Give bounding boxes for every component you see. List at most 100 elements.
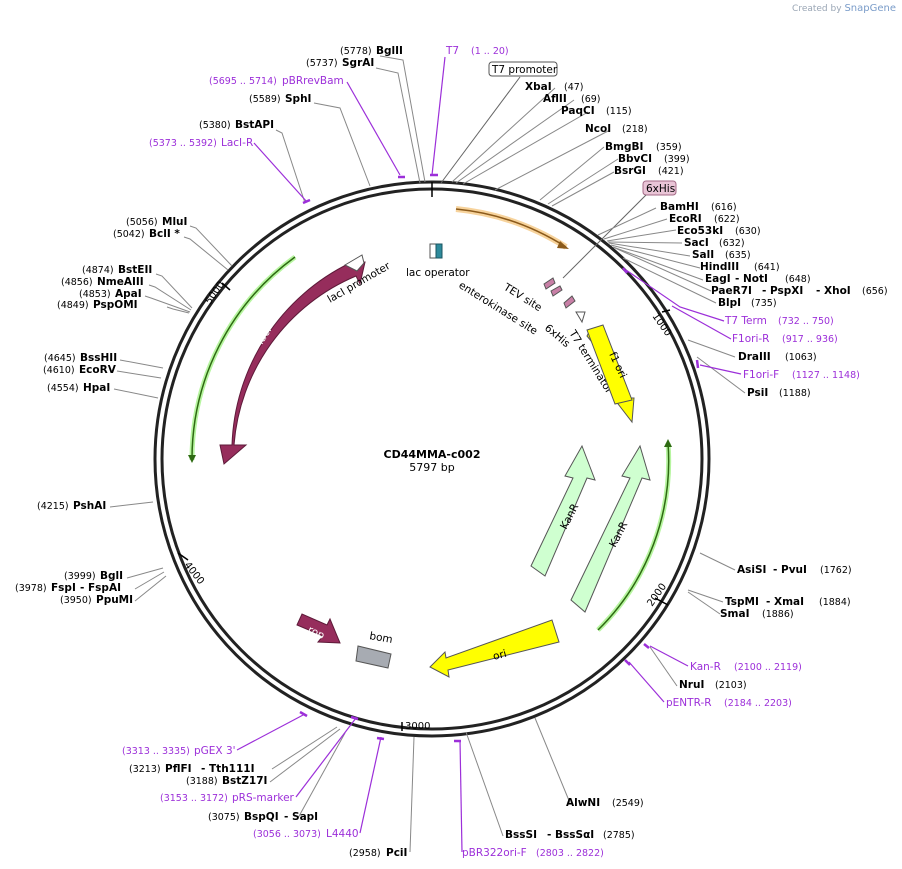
primer-name: LacI-R — [221, 137, 253, 149]
site-name: SacI — [684, 237, 709, 249]
site-pos: (4610) — [43, 365, 75, 376]
t7-promoter-box — [488, 61, 558, 77]
site-name: PsiI — [747, 387, 768, 399]
site-pos: (3213) — [129, 764, 161, 775]
site-pos: (115) — [606, 106, 632, 117]
site-pos: (421) — [658, 166, 684, 177]
highlight-arc-laci — [189, 254, 297, 461]
site-name: TspMI — [725, 596, 759, 608]
site-pos: (399) — [664, 154, 690, 165]
highlight-arc-orf-line — [455, 208, 567, 248]
site-name: DraIII — [738, 351, 771, 363]
site-name: AsiSI — [737, 564, 766, 576]
primer-range: (3313 .. 3335) — [122, 746, 190, 757]
site-name: PflFI — [165, 763, 192, 775]
site-name: BclI * — [149, 228, 180, 240]
site-pos: (3950) — [60, 595, 92, 606]
site-name: PpuMI — [96, 594, 133, 606]
site-pos: (648) — [785, 274, 811, 285]
site-name: NmeAIII — [97, 276, 144, 288]
t7-terminator-box — [575, 311, 586, 324]
site-pos: (69) — [581, 94, 601, 105]
site-pos: (4849) — [57, 300, 89, 311]
site-name: NcoI — [585, 123, 611, 135]
site-pos: (5778) — [340, 46, 372, 57]
site-name: SalI — [692, 249, 714, 261]
kanr-arrow-inner — [530, 444, 596, 577]
site-name: BspQI — [244, 811, 279, 823]
his-callout-leader — [562, 194, 647, 279]
site-pos: (5042) — [113, 229, 145, 240]
site-pos: (622) — [714, 214, 740, 225]
primer-name: F1ori-R — [732, 333, 769, 345]
site-pos: (1886) — [762, 609, 794, 620]
primer-range: (1127 .. 1148) — [792, 370, 860, 381]
site-name: BglII — [376, 45, 403, 57]
site-pos: (5589) — [249, 94, 281, 105]
primer-name: pBRrevBam — [282, 75, 344, 87]
primer-range: (5373 .. 5392) — [149, 138, 217, 149]
site-pos: (635) — [725, 250, 751, 261]
snapgene-credit: Created by SnapGene — [792, 3, 896, 14]
laci-arc-arrowhead — [188, 455, 196, 463]
rop-arrow — [296, 613, 341, 644]
site-name: SphI — [285, 93, 311, 105]
site-name-2: - BssSαI — [547, 829, 594, 841]
plasmid-name: CD44MMA-c002 — [384, 448, 481, 461]
site-pos: (656) — [862, 286, 888, 297]
site-name: BlpI — [718, 297, 741, 309]
plasmid-size: 5797 bp — [409, 461, 454, 474]
site-name: PaqCI — [561, 105, 595, 117]
site-name: EagI — [705, 273, 731, 285]
site-pos: (5380) — [199, 120, 231, 131]
site-pos: (4874) — [82, 265, 114, 276]
site-pos: (4215) — [37, 501, 69, 512]
highlight-arc-laci-line — [191, 256, 296, 461]
primer-range: (3153 .. 3172) — [160, 793, 228, 804]
primer-bars — [299, 173, 700, 743]
site-pos: (359) — [656, 142, 682, 153]
site-name-2: - PvuI — [773, 564, 807, 576]
primer-labels: T7(1 .. 20) (5695 .. 5714)pBRrevBam (537… — [122, 45, 860, 859]
his-callout-label: 6xHis — [646, 183, 675, 195]
laci-feature-arrow — [219, 261, 366, 465]
left-site-labels: (5778)BglII (5737)SgrAI (5589)SphI (5380… — [15, 45, 407, 859]
site-pos: (4554) — [47, 383, 79, 394]
site-pos: (5056) — [126, 217, 158, 228]
site-name: BstZ17I — [222, 775, 267, 787]
site-name: BstEII — [118, 264, 152, 276]
site-name: PspOMI — [93, 299, 138, 311]
right-site-labels: XbaI(47) AflII(69) PaqCI(115) NcoI(218) … — [505, 81, 888, 841]
tick-5000: 5000 — [203, 280, 227, 307]
site-name: XbaI — [525, 81, 552, 93]
site-name: BmgBI — [605, 141, 643, 153]
site-pos: (3978) — [15, 583, 47, 594]
site-pos: (1884) — [819, 597, 851, 608]
site-pos: (2549) — [612, 798, 644, 809]
his-tag-box — [563, 295, 576, 309]
site-pos: (2785) — [603, 830, 635, 841]
site-name-2: - XmaI — [766, 596, 804, 608]
site-name: HpaI — [83, 382, 110, 394]
tick-marks — [177, 182, 671, 731]
site-name: Eco53kI — [677, 225, 723, 237]
site-name: ApaI — [115, 288, 142, 300]
primer-range: (2184 .. 2203) — [724, 698, 792, 709]
primer-leader-lines — [236, 56, 742, 853]
site-leader-lines — [109, 55, 746, 853]
primer-range: (917 .. 936) — [782, 334, 838, 345]
tick-3000: 3000 — [405, 721, 430, 732]
lac-operator-box — [435, 243, 443, 259]
site-pos: (3999) — [64, 571, 96, 582]
tev-site-box — [543, 277, 556, 290]
bom-label: bom — [368, 630, 393, 646]
site-name: BglI — [100, 570, 123, 582]
primer-range: (732 .. 750) — [778, 316, 834, 327]
his-callout-box — [642, 180, 677, 196]
ori-label: ori — [492, 648, 508, 663]
primer-range: (1 .. 20) — [471, 46, 509, 57]
primer-name: T7 — [445, 45, 459, 57]
enterokinase-site-label: enterokinase site — [456, 279, 539, 337]
site-pos: (4856) — [61, 277, 93, 288]
lac-operator-white — [429, 243, 437, 259]
